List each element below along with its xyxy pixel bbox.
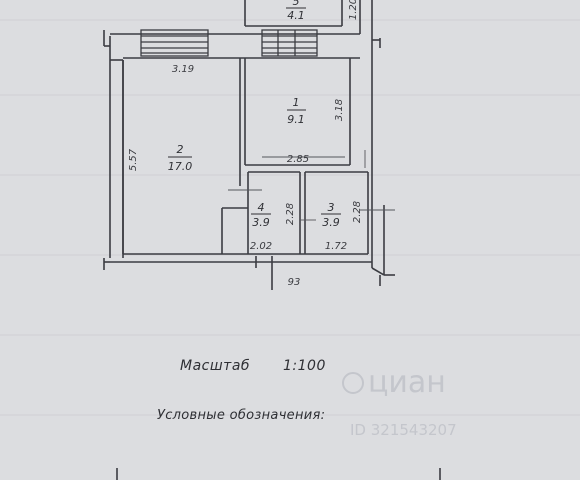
dim-room4-width: 2.02 <box>250 241 272 252</box>
dim-room3-width: 1.72 <box>325 241 347 252</box>
room-1-area: 9.1 <box>287 113 305 126</box>
watermark-logo-icon <box>342 372 364 394</box>
dimension-lines <box>228 150 395 221</box>
watermark-id: ID 321543207 <box>350 421 457 439</box>
dim-room1-width: 2.85 <box>287 154 309 165</box>
legend-label: Условные обозначения: <box>157 408 325 423</box>
paper-grid <box>0 19 580 416</box>
room-3-number: 3 <box>328 201 335 214</box>
room-1-number: 1 <box>293 96 300 109</box>
room-4-number: 4 <box>258 201 265 214</box>
dim-room4-height: 2.28 <box>285 203 296 225</box>
dim-room2-width: 3.19 <box>172 64 194 75</box>
stairs-left <box>140 29 209 57</box>
room-4-area: 3.9 <box>252 216 270 229</box>
room-2-number: 2 <box>177 143 184 156</box>
walls <box>103 0 395 290</box>
watermark-brand: циан <box>368 365 446 400</box>
dim-balcony-height: 1.20 <box>348 0 359 20</box>
dim-room2-height: 5.57 <box>128 148 139 171</box>
dim-bottom-mark: 93 <box>288 277 301 288</box>
room-3-area: 3.9 <box>322 216 340 229</box>
room-5-number: 5 <box>293 0 300 8</box>
room-5-area: 4.1 <box>287 9 305 22</box>
room-2-area: 17.0 <box>168 160 193 173</box>
dim-room1-height: 3.18 <box>334 99 345 121</box>
scale-value: 1:100 <box>283 358 326 374</box>
stairs-right <box>261 29 318 57</box>
watermark: циан ID 321543207 <box>342 365 457 439</box>
dim-room3-height: 2.28 <box>352 201 363 223</box>
scale-label: Масштаб <box>180 358 250 374</box>
bottom-fragment <box>116 468 441 480</box>
